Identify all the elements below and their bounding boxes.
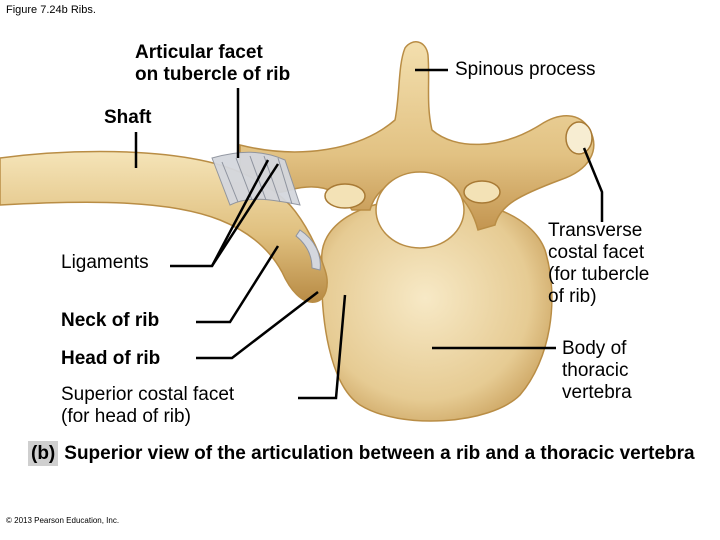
copyright: © 2013 Pearson Education, Inc. — [6, 516, 120, 525]
label-neck-of-rib: Neck of rib — [61, 310, 160, 331]
vertebral-foramen — [375, 171, 465, 249]
figure-title: Figure 7.24b Ribs. — [6, 4, 96, 16]
label-spinous-process: Spinous process — [455, 59, 596, 80]
caption-tag: (b) — [28, 441, 59, 466]
label-body-of-vertebra: Body of thoracic vertebra — [562, 338, 632, 403]
figure-caption: (b)Superior view of the articulation bet… — [28, 441, 718, 466]
label-head-of-rib: Head of rib — [61, 348, 161, 369]
label-shaft: Shaft — [104, 107, 152, 128]
label-transverse-costal-facet: Transverse costal facet (for tubercle of… — [548, 220, 650, 307]
caption-text: Superior view of the articulation betwee… — [64, 443, 695, 464]
label-superior-costal-facet: Superior costal facet (for head of rib) — [61, 384, 235, 427]
superior-articular-process-right — [463, 180, 501, 204]
label-articular-facet: Articular facet on tubercle of rib — [135, 42, 291, 85]
label-ligaments: Ligaments — [61, 252, 149, 273]
transverse-costal-facet — [565, 121, 593, 155]
leader-lines — [134, 68, 604, 400]
superior-articular-process-left — [324, 183, 366, 209]
